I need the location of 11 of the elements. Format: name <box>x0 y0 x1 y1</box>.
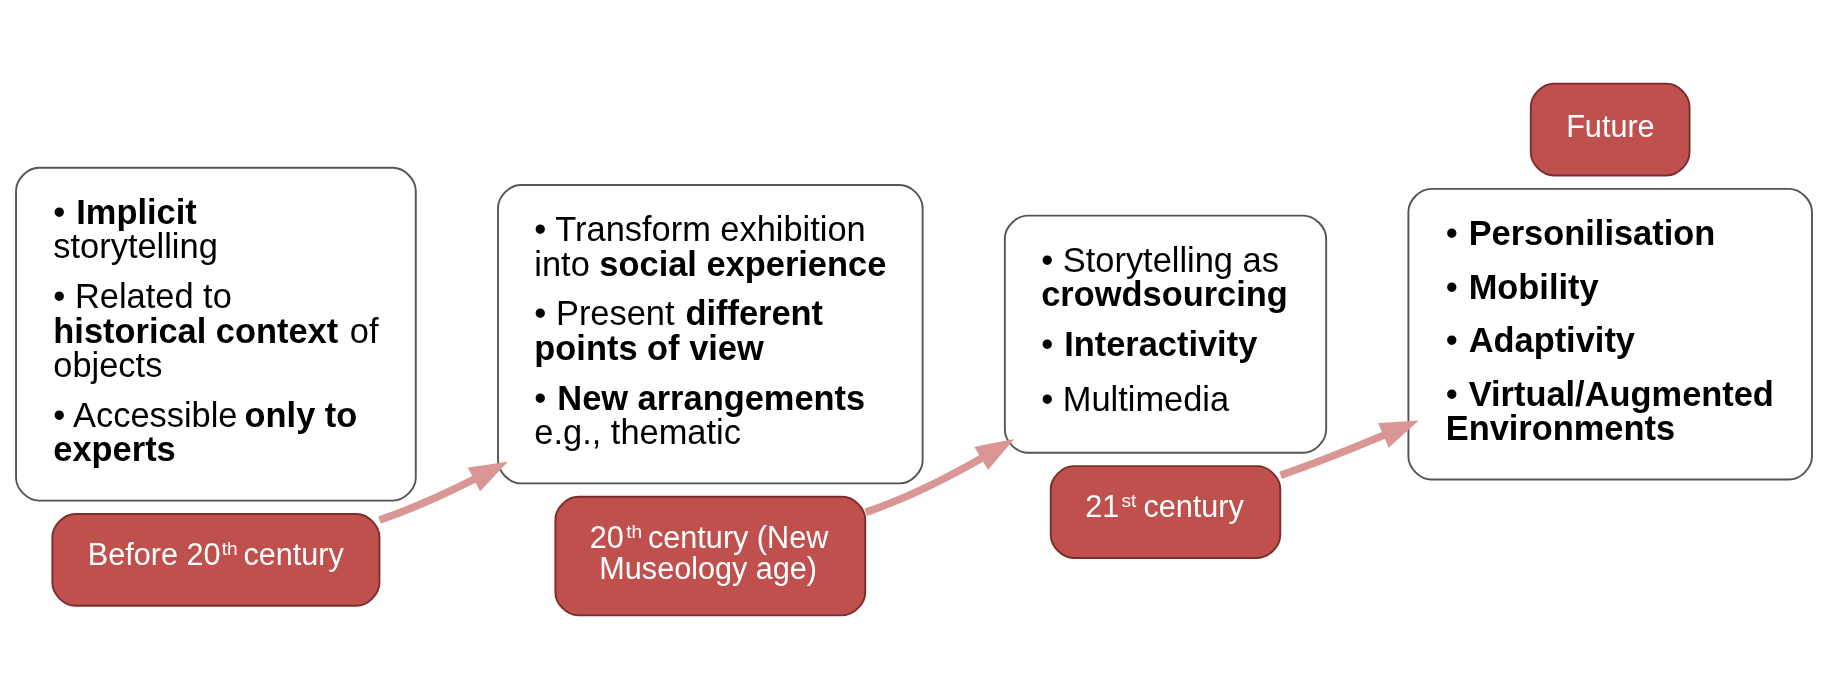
node-box: Future <box>1529 82 1691 177</box>
arrow <box>1279 420 1419 479</box>
node-box: • Personilisation • Mobility • Adaptivity • Virtual/Augmented Environments <box>1407 187 1813 481</box>
arrow <box>864 438 1015 517</box>
node-box: • Storytelling as crowdsourcing • Interactivity • Multimedia <box>1003 214 1328 454</box>
node-box: 21$^{st}$ century <box>1049 465 1282 559</box>
arrow <box>378 461 508 524</box>
node-box: Before 20$^{th}$ century <box>51 513 381 607</box>
node-box: • Implicit storytelling • Related to historical context of objects • Accessible only to experts <box>15 166 417 502</box>
node-box: 20$^{th}$ century (New Museology age) <box>554 495 867 617</box>
node-box: • Transform exhibition into social experience • Present different points of view • New arrangements e.g., thematic <box>497 184 924 485</box>
